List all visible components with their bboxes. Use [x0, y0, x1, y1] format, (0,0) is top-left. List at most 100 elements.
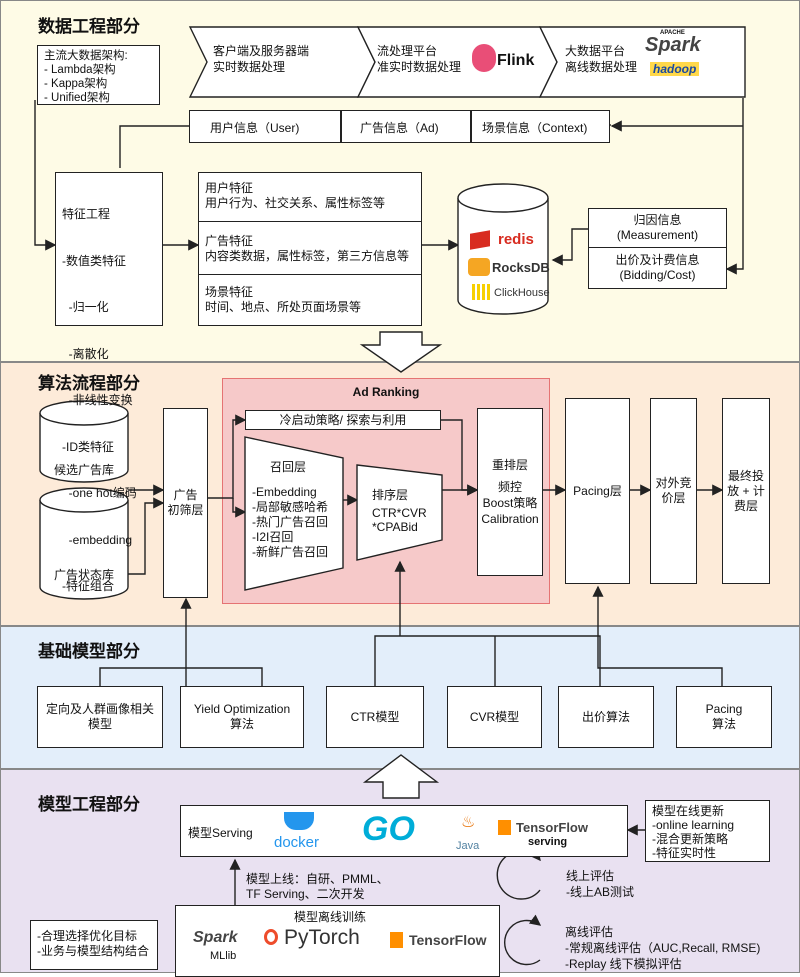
- feature-title: 广告特征: [205, 234, 254, 248]
- online-eval-line: 线上评估: [566, 869, 615, 883]
- rerank-title: 重排层: [491, 458, 528, 472]
- targeting-text: 定向及人群画像相关: [45, 702, 154, 716]
- go-logo: GO: [362, 810, 415, 848]
- attribution-sub: (Measurement): [616, 228, 699, 242]
- deploy-line: TF Serving、二次开发: [246, 887, 365, 901]
- info-bar: [189, 110, 610, 143]
- ad-status-library: 广告状态库: [53, 568, 114, 582]
- yield-text: 算法: [229, 717, 254, 731]
- feature-desc: 内容类数据，属性标签，第三方信息等: [205, 249, 410, 263]
- spark-logo-small: APACHE: [660, 30, 685, 36]
- online-eval-line: -线上AB测试: [566, 885, 635, 899]
- redis-logo: redis: [498, 231, 534, 248]
- recall-title: 召回层: [270, 460, 307, 474]
- recall-line: -Embedding: [252, 485, 317, 499]
- offline-training-title: 模型离线训练: [294, 910, 367, 924]
- feature-line: -embedding: [62, 532, 133, 547]
- yield-text: Yield Optimization: [193, 702, 291, 716]
- external-bid-text: 对外竞: [655, 476, 692, 490]
- attribution-box: 归因信息 (Measurement): [588, 208, 727, 248]
- recall-line: -I2I召回: [252, 530, 294, 544]
- optimization-goal-box: -合理选择优化目标 -业务与模型结构结合: [30, 920, 158, 970]
- model-engineering-title: 模型工程部分: [38, 795, 140, 814]
- offline-training-box: [175, 905, 500, 977]
- arch-line: 主流大数据架构:: [44, 50, 128, 62]
- prefilter-layer: 广告 初筛层: [163, 408, 208, 598]
- data-engineering-title: 数据工程部分: [38, 17, 140, 36]
- rerank-line: Calibration: [481, 512, 539, 526]
- tensorflow-icon: [498, 820, 511, 835]
- ad-ranking-title: Ad Ranking: [352, 385, 420, 399]
- tensorflow-serving-logo: TensorFlow: [516, 820, 588, 835]
- feature-line: -非线性变换: [62, 393, 133, 407]
- spark-logo: Spark: [645, 34, 701, 56]
- scene-features-box: 场景特征 时间、地点、所处页面场景等: [198, 274, 422, 326]
- clickhouse-logo: ClickHouse: [494, 287, 550, 299]
- stream-text: 准实时数据处理: [377, 60, 462, 74]
- big-data-architecture-box: 主流大数据架构: - Lambda架构 - Kappa架构 - Unified架…: [37, 45, 160, 105]
- offline-eval-line: -Replay 线下模拟评估: [565, 957, 682, 971]
- rerank-line: Boost策略: [482, 496, 538, 510]
- deploy-line: 模型上线：自研、PMML、: [246, 872, 389, 886]
- rank-line: CTR*CVR: [372, 506, 427, 520]
- mllib-label: MLlib: [210, 950, 237, 962]
- deploy-label: 模型上线：自研、PMML、 TF Serving、二次开发: [246, 872, 389, 902]
- ctr-model-box: CTR模型: [326, 686, 424, 748]
- rank-title: 排序层: [372, 488, 409, 502]
- pacing-text: 算法: [711, 717, 736, 731]
- external-bid-text: 价层: [661, 491, 686, 505]
- rank-layer: 排序层 CTR*CVR *CPABid: [372, 488, 427, 534]
- prefilter-text: 广告: [173, 488, 198, 502]
- feature-line: 特征工程: [62, 207, 111, 221]
- online-update-line: -混合更新策略: [652, 832, 728, 846]
- attribution-title: 归因信息: [633, 213, 682, 227]
- goal-line: -业务与模型结构结合: [37, 944, 149, 958]
- flink-icon: [472, 44, 496, 72]
- offline-eval-line: 离线评估: [565, 925, 614, 939]
- tensorflow-icon-2: [390, 932, 403, 948]
- online-update-line: -特征实时性: [652, 846, 716, 860]
- arch-line: - Kappa架构: [44, 78, 108, 90]
- feature-title: 用户特征: [205, 181, 254, 195]
- bidding-box: 出价及计费信息 (Bidding/Cost): [588, 247, 727, 289]
- docker-logo: docker: [274, 834, 320, 851]
- pytorch-icon: [264, 929, 278, 945]
- stream-text: 实时数据处理: [213, 60, 286, 74]
- stream-text: 流处理平台: [377, 44, 438, 58]
- java-icon: ♨: [461, 814, 476, 831]
- candidate-ad-library: 候选广告库: [53, 463, 114, 477]
- stream-offline: 大数据平台 离线数据处理: [565, 43, 637, 75]
- hadoop-logo: hadoop: [650, 62, 700, 76]
- recall-line: -热门广告召回: [252, 515, 328, 529]
- online-update-line: -online learning: [652, 818, 735, 832]
- goal-line: -合理选择优化目标: [37, 929, 137, 943]
- flink-logo: Flink: [497, 52, 535, 69]
- docker-icon: [284, 812, 314, 830]
- rerank-layer: 重排层 频控 Boost策略 Calibration: [477, 408, 543, 576]
- online-update-line: 模型在线更新: [652, 804, 725, 818]
- offline-eval-line: -常规离线评估（AUC,Recall, RMSE): [565, 941, 761, 955]
- model-serving-box: [180, 805, 628, 857]
- user-features-box: 用户特征 用户行为、社交关系、属性标签等: [198, 172, 422, 222]
- stream-text: 离线数据处理: [565, 60, 638, 74]
- rerank-line: 频控: [497, 480, 522, 494]
- targeting-model-box: 定向及人群画像相关 模型: [37, 686, 163, 748]
- java-logo: Java: [456, 840, 480, 852]
- offline-eval-label: 离线评估 -常规离线评估（AUC,Recall, RMSE) -Replay 线…: [565, 924, 760, 972]
- model-serving-label: 模型Serving: [188, 826, 253, 840]
- arch-line: - Unified架构: [44, 92, 110, 104]
- feature-line: -特征组合: [62, 579, 114, 593]
- tensorflow-logo: TensorFlow: [409, 932, 487, 948]
- final-bid-text: 最终投: [727, 468, 764, 483]
- final-bid-text: 费层: [733, 498, 758, 513]
- rank-line: *CPABid: [372, 520, 418, 534]
- feature-desc: 用户行为、社交关系、属性标签等: [205, 196, 386, 210]
- user-info: 用户信息（User): [210, 121, 300, 135]
- bidding-title: 出价及计费信息: [615, 253, 700, 267]
- feature-engineering-box: 特征工程 -数值类特征 -归一化 -离散化 -非线性变换 -ID类特征 -one…: [55, 172, 163, 593]
- recall-line: -局部敏感哈希: [252, 500, 328, 514]
- rocksdb-logo: RocksDB: [492, 260, 550, 275]
- online-eval-label: 线上评估 -线上AB测试: [566, 868, 634, 900]
- rocksdb-icon: [468, 258, 490, 276]
- feature-line: -数值类特征: [62, 253, 126, 268]
